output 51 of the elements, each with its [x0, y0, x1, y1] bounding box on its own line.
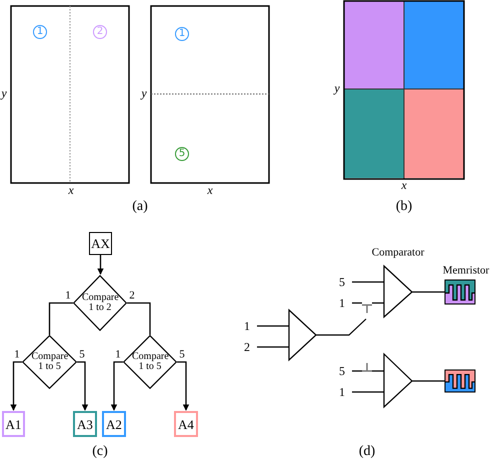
- process-box: [2, 411, 25, 437]
- edge-label: 5: [78, 350, 86, 360]
- decision-diamond: [73, 275, 127, 331]
- circled-number: 1: [33, 25, 47, 39]
- input-label: 5: [339, 276, 345, 288]
- node-text: A1: [6, 418, 22, 430]
- process-box: [174, 411, 198, 437]
- connector-line: [127, 302, 151, 335]
- process-box: [89, 232, 112, 255]
- edge-label: 2: [128, 290, 136, 302]
- panel-label: (b): [396, 200, 412, 214]
- axis-label: x: [207, 184, 213, 196]
- input-label: 1: [339, 386, 345, 398]
- input-label: 1: [244, 320, 250, 332]
- axis-label: y: [141, 87, 147, 99]
- arrow: [110, 361, 123, 411]
- arrow: [77, 361, 88, 411]
- arrow: [177, 361, 190, 411]
- arrow: [97, 255, 104, 275]
- decision-diamond: [22, 335, 77, 389]
- arrow: [10, 361, 22, 411]
- edge-label: 1: [114, 350, 122, 360]
- process-box: [102, 411, 126, 437]
- circled-number: 1: [175, 27, 189, 41]
- axis-label: y: [334, 82, 340, 94]
- node-text: Compare 1 to 2: [82, 293, 118, 313]
- process-box: [73, 411, 97, 437]
- node-text: Compare 1 to 5: [132, 352, 168, 372]
- decision-diamond: [123, 335, 177, 389]
- component-label: Comparator: [372, 248, 424, 258]
- input-label: 5: [339, 365, 345, 377]
- edge-label: 1: [64, 290, 72, 302]
- node-text: AX: [91, 237, 110, 250]
- panel-label: (d): [358, 445, 376, 459]
- edge-label: 1: [13, 350, 21, 360]
- axis-label: x: [68, 184, 74, 196]
- node-text: A2: [106, 418, 122, 430]
- input-label: 1: [339, 297, 345, 309]
- node-text: A3: [77, 418, 93, 430]
- component-label: Memristor: [442, 266, 490, 276]
- node-text: A4: [178, 418, 194, 430]
- axis-label: y: [1, 87, 7, 99]
- circled-number: 2: [93, 25, 107, 39]
- connector-line: [48, 302, 73, 335]
- edge-label: 5: [178, 350, 186, 360]
- axis-label: x: [401, 179, 407, 191]
- panel-label: (c): [92, 445, 108, 459]
- panel-label: (a): [132, 200, 148, 214]
- circled-number: 5: [175, 147, 189, 161]
- input-label: 2: [244, 341, 250, 353]
- node-text: Compare 1 to 5: [32, 352, 68, 372]
